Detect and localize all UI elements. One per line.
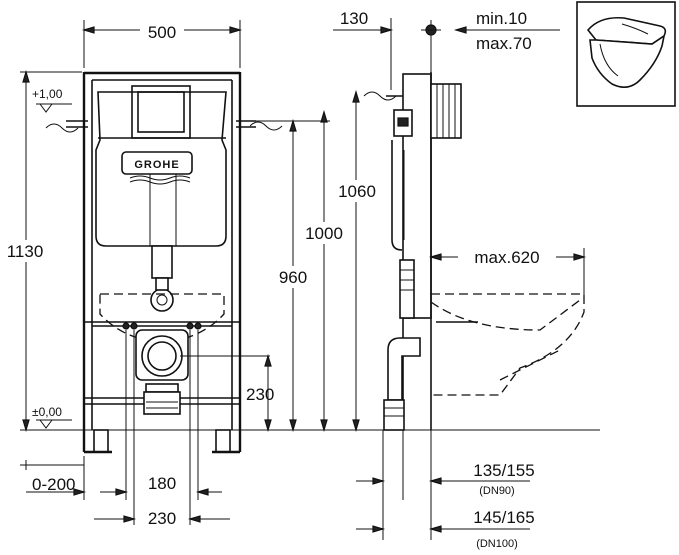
dim-drain-height-230: 230: [246, 353, 274, 433]
dim-drain-dn90: 135/155 (DN90): [356, 461, 535, 497]
dim-drain-b-note: (DN100): [476, 538, 518, 550]
dim-wall-min-label: min.10: [476, 9, 527, 28]
dim-drain-b-label: 145/165: [473, 508, 534, 527]
dim-height-lower-label: 960: [279, 268, 307, 287]
dim-drain-a-note: (DN90): [479, 485, 514, 497]
dim-spacing-small-label: 180: [148, 474, 176, 493]
level-floor-label: ±0,00: [32, 405, 62, 419]
wc-bowl-side-outline: [430, 293, 585, 396]
cistern: GROHE: [95, 85, 227, 312]
level-mark-floor: ±0,00: [32, 405, 72, 429]
dim-depth-130: 130: [340, 9, 394, 34]
dim-bowl-max-label: max.620: [474, 248, 539, 267]
dim-wall-max-label: max.70: [476, 34, 532, 53]
dim-offset-0-200: 0-200: [25, 460, 87, 496]
dim-wall-thickness: min.10 max.70: [421, 9, 560, 53]
water-supply-left: [45, 120, 88, 133]
dim-spacing-large-label: 230: [148, 509, 176, 528]
dim-height-mid-label: 1000: [305, 224, 343, 243]
front-view: GROHE: [2, 20, 370, 528]
dim-width-500: 500: [81, 20, 243, 42]
extension-lines: [20, 20, 370, 525]
product-thumbnail: [576, 1, 676, 107]
dim-spacing-180: 180: [100, 474, 222, 496]
level-top-label: +1,00: [32, 87, 63, 101]
dim-height-1060: 1060: [330, 89, 382, 433]
dim-height-1000: 1000: [296, 109, 352, 433]
drain-connection: [122, 322, 202, 415]
dim-bowl-max-620: max.620: [428, 246, 587, 296]
dim-height-1130: 1130: [2, 69, 50, 433]
dim-drain-dn100: 145/165 (DN100): [356, 508, 535, 550]
side-extension-lines: [333, 18, 600, 540]
dim-height-upper-label: 1060: [338, 182, 376, 201]
dim-spacing-230: 230: [94, 509, 230, 528]
dim-offset-label: 0-200: [32, 475, 75, 494]
dim-height-960: 960: [270, 118, 314, 433]
wc-bowl-icon: [586, 16, 667, 88]
dim-height-total-label: 1130: [7, 242, 44, 261]
dim-width-label: 500: [148, 23, 176, 42]
dim-depth-label: 130: [340, 9, 368, 28]
brand-label: GROHE: [134, 159, 179, 171]
dim-drain-a-label: 135/155: [473, 461, 534, 480]
side-view: 130 min.10 max.70 1060 max.620: [330, 9, 600, 550]
water-supply-right: [236, 120, 283, 131]
frame-side: [363, 20, 462, 540]
dim-drain-height-label: 230: [246, 385, 274, 404]
level-mark-top: +1,00: [32, 87, 72, 113]
